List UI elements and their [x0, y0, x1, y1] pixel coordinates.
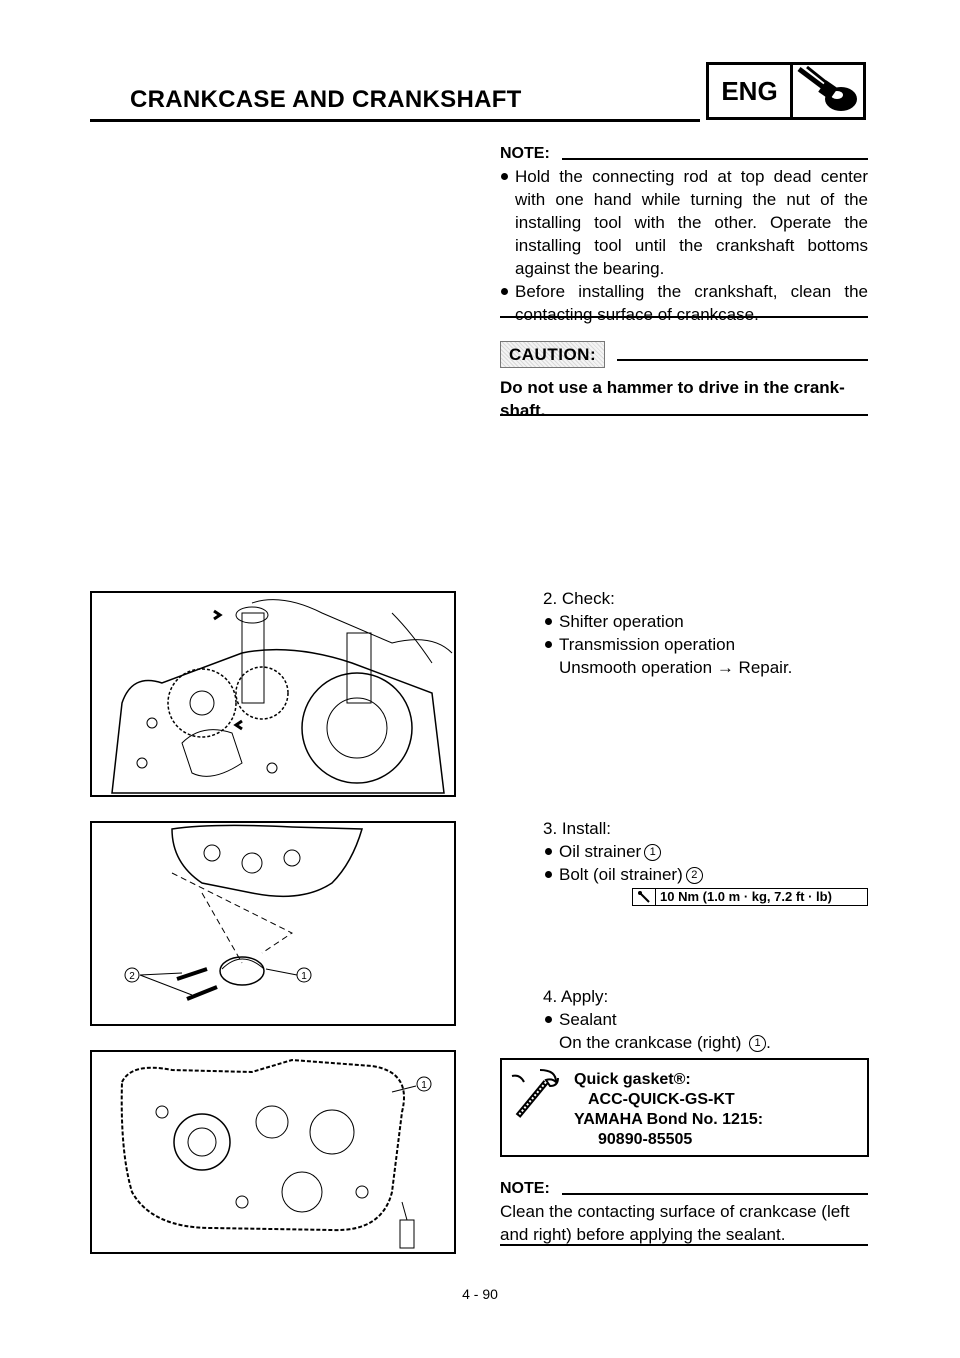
note-end-rule: [500, 316, 868, 318]
caution-end-rule: [500, 414, 868, 416]
oil-strainer-illustration: 2 1: [124, 824, 363, 1001]
header-rule: [90, 119, 700, 122]
section-title: CRANKCASE AND CRANKSHAFT: [130, 86, 522, 113]
sealant-spec: Quick gasket®: ACC-QUICK-GS-KT YAMAHA Bo…: [574, 1071, 764, 1148]
check-result: Unsmooth operation → Repair.: [559, 658, 793, 677]
engine-piston-icon: [793, 65, 863, 117]
torque-value: 10 Nm (1.0 m · kg, 7.2 ft · lb): [660, 889, 832, 904]
step-apply: 4. Apply: Sealant On the crankcase (righ…: [500, 985, 868, 1054]
note-block: NOTE: Clean the contacting surface of cr…: [500, 1177, 868, 1246]
step-check: 2. Check: Shifter operation Transmission…: [500, 587, 868, 679]
note-bullet: Before installing the crankshaft, clean …: [500, 280, 868, 326]
note-heading: NOTE:: [500, 1180, 550, 1197]
note-end-rule: [500, 1244, 868, 1246]
caution-badge: CAUTION:: [500, 341, 606, 368]
install-item: Bolt (oil strainer)2: [544, 863, 868, 886]
figure-oil-strainer: 2 1: [90, 821, 456, 1026]
ref-marker: 2: [685, 867, 703, 885]
note-bullet: Hold the connecting rod at top dead cent…: [500, 165, 868, 280]
torque-spec: 10 Nm (1.0 m · kg, 7.2 ft · lb): [632, 888, 868, 906]
section-tab: ENG: [706, 62, 866, 120]
step-label: 2. Check:: [543, 589, 615, 608]
transmission-illustration: [111, 599, 453, 794]
sealant-box: Quick gasket®: ACC-QUICK-GS-KT YAMAHA Bo…: [500, 1058, 869, 1157]
check-item: Shifter operation: [544, 610, 868, 633]
special-tool-icon: [506, 1064, 562, 1124]
ref-marker: 1: [749, 1035, 767, 1053]
crankcase-illustration: 1: [120, 1058, 432, 1249]
step-label: 4. Apply:: [543, 987, 609, 1006]
figure-crankcase-sealant: 1: [90, 1050, 456, 1254]
step-label: 3. Install:: [543, 819, 612, 838]
apply-detail: On the crankcase (right) 1.: [559, 1033, 771, 1053]
ref-label: 1: [421, 1080, 427, 1091]
section-label: ENG: [709, 65, 793, 117]
figure-transmission-check: [90, 591, 456, 797]
check-item: Transmission operation: [544, 633, 868, 656]
caution-block: CAUTION: Do not use a hammer to drive in…: [500, 341, 868, 422]
ref-label: 2: [129, 971, 135, 982]
ref-label: 1: [301, 971, 307, 982]
note-heading: NOTE:: [500, 145, 550, 162]
note-text: Clean the contacting surface of crankcas…: [500, 1202, 850, 1244]
torque-wrench-icon: [633, 889, 656, 905]
apply-item: Sealant: [544, 1008, 868, 1031]
ref-marker: 1: [644, 844, 662, 862]
note-block: NOTE: Hold the connecting rod at top dea…: [500, 142, 868, 326]
page-number: 4 - 90: [462, 1286, 498, 1302]
